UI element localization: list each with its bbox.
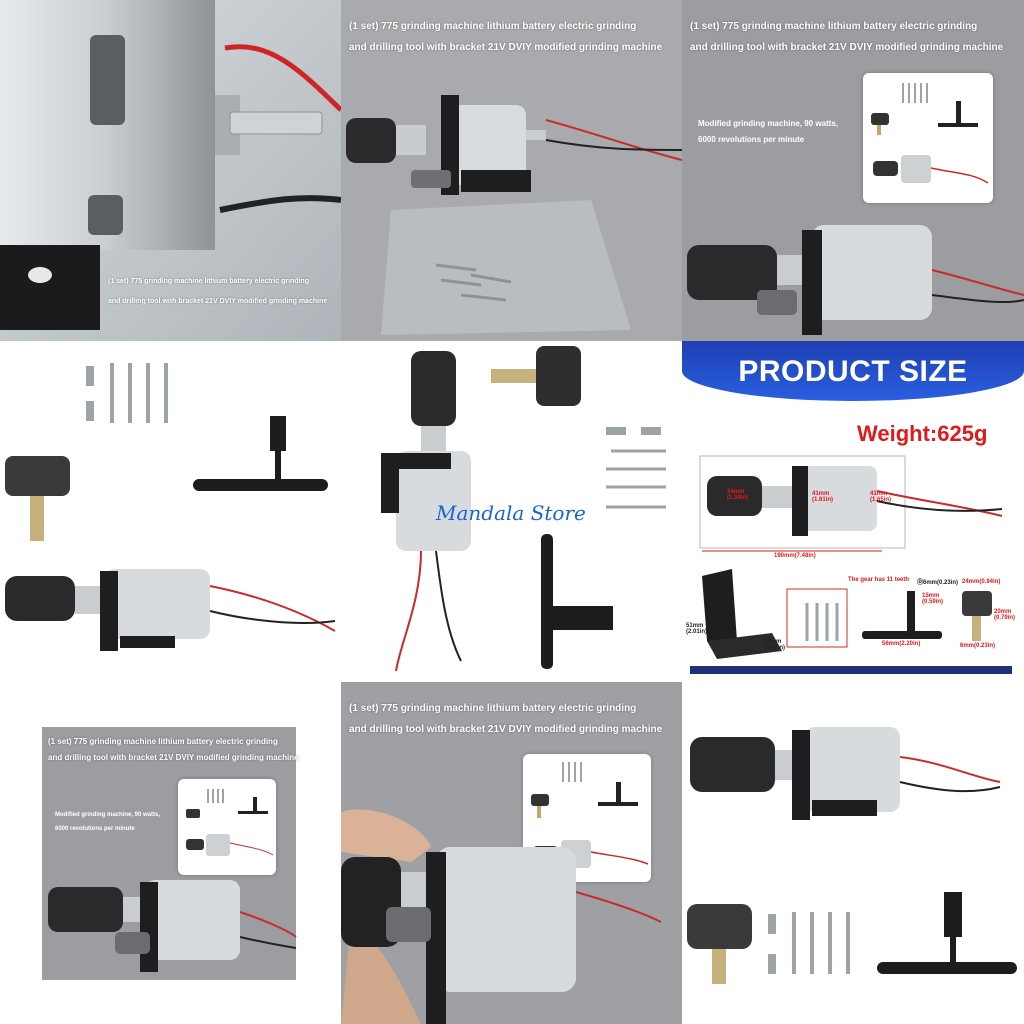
- hand-drill-drawing: [341, 809, 662, 1024]
- kit-inset-photo: [863, 73, 993, 203]
- dim-bracket-w: 50mm(1.97in): [764, 639, 786, 651]
- drill-parts-drawing: [687, 727, 1017, 984]
- tile-kit-bag: (1 set) 775 grinding machine lithium bat…: [341, 0, 682, 341]
- tile-product-size: PRODUCT SIZE Weight:625g 41mm(1.61in) 41…: [682, 341, 1024, 682]
- inset-small-drawing: [186, 789, 274, 856]
- product-size-banner: PRODUCT SIZE: [682, 341, 1024, 401]
- dim-length: 190mm(7.48in): [774, 553, 816, 559]
- dim-chuck: 34mm(1.34in): [727, 489, 749, 501]
- tile-vertical-drill: Mandala Store: [341, 341, 682, 682]
- inset-tile-caption: (1 set) 775 grinding machine lithium bat…: [690, 21, 1004, 53]
- spec-note: Modified grinding machine, 90 watts, 600…: [698, 119, 839, 144]
- inset-kit-drawing: [871, 83, 989, 184]
- tile-motor-closeup: (1 set) 775 grinding machine lithium bat…: [0, 0, 341, 341]
- dim-gear-dia: Ⓓ6mm(0.23in): [917, 580, 959, 586]
- hand-tile-caption: (1 set) 775 grinding machine lithium bat…: [349, 703, 663, 735]
- tile-inset-kit: (1 set) 775 grinding machine lithium bat…: [682, 0, 1024, 341]
- dim-shank: 6mm(0.23in): [960, 643, 996, 649]
- tile-hand-drill: (1 set) 775 grinding machine lithium bat…: [341, 682, 682, 1024]
- kit-caption: (1 set) 775 grinding machine lithium bat…: [349, 21, 663, 53]
- inset-small-photo: [178, 779, 276, 875]
- tile-drill-parts: [682, 682, 1024, 1024]
- product-size-title: PRODUCT SIZE: [738, 355, 968, 388]
- dim-motor-height: 41mm(1.61in): [812, 491, 834, 503]
- tile-parts: [0, 341, 341, 682]
- size-diagram-drawing: [699, 455, 1003, 659]
- dim-gear-note: The gear has 11 teeth: [848, 577, 910, 583]
- parts-drawing: [5, 363, 336, 651]
- inset-small-note: Modified grinding machine, 90 watts, 600…: [55, 812, 161, 832]
- vertical-drill-drawing: [381, 346, 666, 672]
- dim-key-15: 15mm(0.59in): [922, 593, 944, 605]
- dim-stone-dia: 24mm(0.94in): [962, 579, 1001, 585]
- drill-photo-drawing: [687, 225, 1024, 335]
- dim-bracket-h: 51mm(2.01in): [686, 623, 708, 635]
- motor-closeup-drawing: [0, 0, 341, 330]
- tile-inset-small: (1 set) 775 grinding machine lithium bat…: [0, 682, 341, 1024]
- weight-label: Weight:625g: [857, 421, 988, 446]
- watermark: Mandala Store: [436, 501, 586, 525]
- kit-drawing: [346, 95, 682, 335]
- dim-stone-h: 20mm(0.79in): [994, 609, 1016, 621]
- inset-small-caption: (1 set) 775 grinding machine lithium bat…: [48, 737, 299, 762]
- dim-key-length: 56mm(2.20in): [882, 641, 921, 647]
- drill-small-drawing: [48, 880, 297, 972]
- footer-bar: [690, 666, 1012, 674]
- closeup-caption: (1 set) 775 grinding machine lithium bat…: [108, 278, 328, 305]
- dim-motor-dia: 41mm(1.65in): [870, 491, 892, 503]
